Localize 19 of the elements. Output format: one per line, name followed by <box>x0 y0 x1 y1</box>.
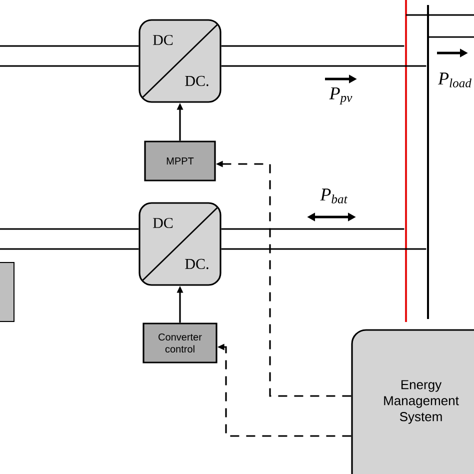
power-line <box>221 248 426 250</box>
power-line <box>0 228 139 230</box>
system-box: Energy Management System <box>351 329 474 474</box>
converter-box: DC DC. <box>138 19 222 103</box>
power-line <box>221 228 404 230</box>
power-line <box>406 14 474 16</box>
power-label: P$_{pv}$ <box>329 87 352 105</box>
power-line <box>221 45 404 47</box>
power-line <box>428 36 474 38</box>
power-line <box>0 248 139 250</box>
power-line <box>0 45 139 47</box>
power-label: P$_{bat}$ <box>320 188 348 204</box>
side-box <box>0 262 14 322</box>
control-box: Converter control <box>142 322 218 364</box>
power-label: P$_{load}$ <box>438 72 472 88</box>
power-line <box>0 65 139 67</box>
converter-box: DC DC. <box>138 202 222 286</box>
control-box: MPPT <box>144 140 216 182</box>
power-line <box>221 65 426 67</box>
